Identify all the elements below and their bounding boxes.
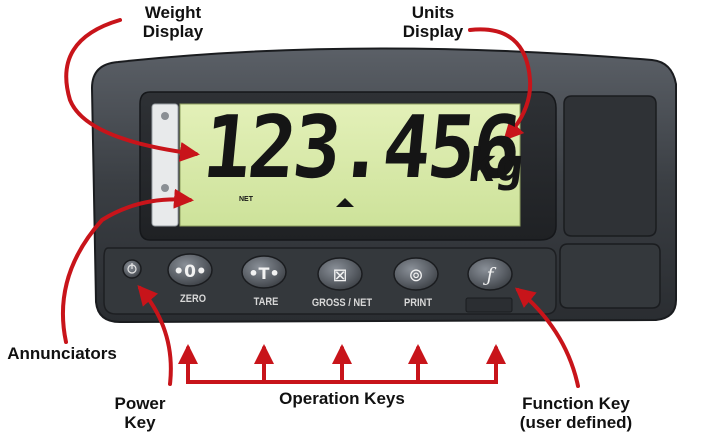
tare-key-label: TARE xyxy=(253,296,279,308)
function-key-arrow xyxy=(514,287,580,388)
tare-button[interactable] xyxy=(241,255,287,289)
print-button[interactable] xyxy=(393,257,439,291)
weight-display-line-2: Display xyxy=(142,22,204,41)
function-key-callout: Function Key (user defined) xyxy=(506,394,646,432)
power-key-line-1: Power xyxy=(114,394,166,413)
function-key-line-2: (user defined) xyxy=(519,413,633,432)
units-display-line-1: Units xyxy=(411,3,455,22)
callout-arrows xyxy=(61,18,580,388)
units-display-line-2: Display xyxy=(402,22,464,41)
units-display-arrow xyxy=(468,27,533,141)
keypad: •0• •T• ⊠ ⊚ ƒ xyxy=(122,253,513,291)
function-button[interactable] xyxy=(467,257,513,291)
tare-key-icon: •T• xyxy=(248,264,279,283)
annunciators-callout: Annunciators xyxy=(7,344,117,363)
units-display-callout: Units Display xyxy=(388,3,478,41)
operation-keys-callout: Operation Keys xyxy=(279,389,405,408)
weight-display-line-1: Weight xyxy=(144,3,202,22)
power-key-callout: Power Key xyxy=(100,394,180,432)
unit-value: kg xyxy=(465,138,527,192)
power-key-line-2: Key xyxy=(124,413,156,432)
gross-net-key-icon: ⊠ xyxy=(332,265,347,286)
weight-display-callout: Weight Display xyxy=(128,3,218,41)
zero-button[interactable] xyxy=(167,253,213,287)
power-key-arrow xyxy=(137,284,173,386)
gross-net-key-label: GROSS / NET xyxy=(311,297,373,309)
print-key-label: PRINT xyxy=(403,297,433,309)
function-key-line-1: Function Key xyxy=(522,394,630,413)
gross-net-button[interactable] xyxy=(317,257,363,291)
zero-key-icon: •0• xyxy=(173,262,207,282)
annunciators-arrow xyxy=(61,188,194,344)
print-key-icon: ⊚ xyxy=(408,265,423,286)
zero-key-label: ZERO xyxy=(180,293,206,305)
lcd-cursor-marker xyxy=(336,198,354,207)
net-annunciator: NET xyxy=(239,196,253,203)
weight-display-arrow xyxy=(64,18,200,162)
function-key-icon: ƒ xyxy=(482,264,496,286)
